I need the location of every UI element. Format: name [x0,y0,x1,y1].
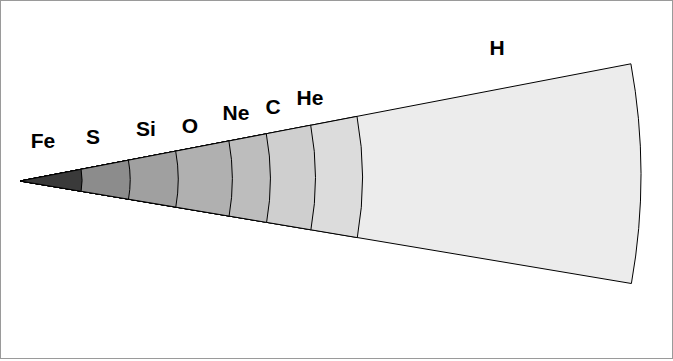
ne-layer [20,134,270,223]
element-label: H [489,37,504,58]
element-label: Fe [31,130,56,151]
fe-layer [20,169,82,191]
element-label: Si [136,118,156,139]
element-label: Ne [223,102,250,123]
o-layer [20,141,232,216]
element-label: O [182,115,198,136]
si-layer [20,151,178,207]
element-label: C [265,96,280,117]
c-layer [20,125,315,230]
element-label: S [86,126,100,147]
s-layer [20,160,130,199]
element-label: He [297,87,324,108]
h-layer [20,64,641,284]
